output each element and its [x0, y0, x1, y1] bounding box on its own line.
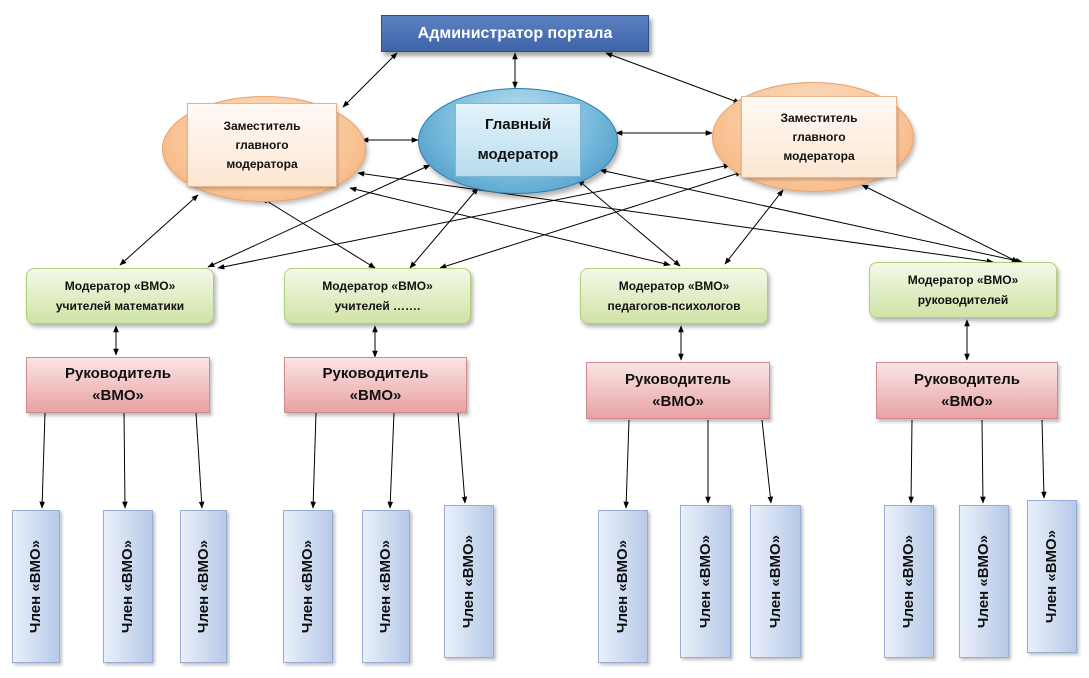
member-box: Член «ВМО»: [103, 510, 153, 663]
moderator-box-2: Модератор «ВМО» учителей …….: [284, 268, 471, 324]
deputy-left-line-1: Заместитель: [223, 118, 301, 133]
arrow-deputy-right-mod4: [861, 184, 1019, 263]
deputy-right-line-1: Заместитель: [780, 110, 858, 125]
member-label: Член «ВМО»: [377, 539, 395, 634]
moderator-2-line-2: учителей …….: [334, 299, 421, 313]
member-box: Член «ВМО»: [884, 505, 934, 658]
moderator-box-4: Модератор «ВМО» руководителей: [869, 262, 1057, 318]
member-box: Член «ВМО»: [680, 505, 731, 658]
arrow-leader3-member9: [761, 419, 774, 504]
arrow-deputy-right-mod3: [724, 189, 784, 265]
arrow-leader4-member10: [908, 419, 914, 504]
leader-box-2: Руководитель «ВМО»: [284, 357, 467, 413]
member-label: Член «ВМО»: [27, 539, 45, 634]
member-box: Член «ВМО»: [180, 510, 227, 663]
arrow-leader1-member1: [39, 412, 46, 509]
arrow-deputy-left-mod3: [349, 186, 671, 267]
arrow-leader4-member11: [980, 419, 986, 504]
main-moderator-line-1: Главный: [485, 116, 551, 133]
arrow-leader1-member3: [195, 412, 205, 509]
moderator-1-line-1: Модератор «ВМО»: [64, 279, 176, 293]
deputy-left-line-3: модератора: [226, 156, 298, 171]
member-box: Член «ВМО»: [283, 510, 333, 663]
leader-box-3: Руководитель «ВМО»: [586, 362, 770, 419]
leader-box-4: Руководитель «ВМО»: [876, 362, 1058, 419]
main-moderator-line-2: модератор: [477, 146, 559, 163]
member-box: Член «ВМО»: [959, 505, 1009, 658]
member-box: Член «ВМО»: [362, 510, 410, 663]
member-label: Член «ВМО»: [119, 539, 137, 634]
leader-2-line-1: Руководитель: [322, 365, 429, 382]
admin-label: Администратор портала: [417, 24, 613, 42]
arrow-main-mod2: [409, 187, 479, 269]
deputy-right-line-3: модератора: [783, 148, 855, 163]
deputy-left-line-2: главного: [235, 137, 289, 152]
moderator-box-3: Модератор «ВМО» педагогов-психологов: [580, 268, 768, 324]
deputy-right-box: Заместитель главного модератора: [741, 96, 897, 178]
admin-box: Администратор портала: [381, 15, 649, 52]
moderator-4-line-2: руководителей: [917, 293, 1009, 307]
member-box: Член «ВМО»: [444, 505, 494, 658]
member-box: Член «ВМО»: [750, 505, 801, 658]
moderator-1-line-2: учителей математики: [55, 299, 185, 313]
arrow-deputy-right-mod2: [439, 171, 743, 269]
arrow-admin-deputy-left: [342, 52, 398, 108]
moderator-3-line-2: педагогов-психологов: [607, 299, 741, 313]
arrow-leader3-member7: [623, 419, 630, 509]
leader-1-line-2: «ВМО»: [92, 387, 144, 404]
moderator-3-line-1: Модератор «ВМО»: [618, 279, 730, 293]
leader-3-line-1: Руководитель: [625, 370, 731, 388]
deputy-left-box: Заместитель главного модератора: [187, 103, 337, 187]
leader-box-1: Руководитель «ВМО»: [26, 357, 210, 413]
arrow-leader1-member2: [122, 412, 128, 509]
leader-4-line-2: «ВМО»: [941, 392, 993, 410]
member-label: Член «ВМО»: [299, 539, 317, 634]
member-label: Член «ВМО»: [1043, 529, 1061, 624]
arrow-deputy-left-mod2: [261, 197, 376, 269]
arrow-admin-deputy-right: [605, 52, 741, 104]
arrow-deputy-left-mod1: [119, 194, 199, 266]
arrow-leader4-member12: [1041, 419, 1047, 499]
moderator-4-line-1: Модератор «ВМО»: [907, 273, 1019, 287]
member-label: Член «ВМО»: [614, 539, 632, 634]
member-label: Член «ВМО»: [460, 534, 478, 629]
member-box: Член «ВМО»: [12, 510, 60, 663]
member-label: Член «ВМО»: [767, 534, 784, 629]
member-label: Член «ВМО»: [900, 534, 918, 629]
leader-2-line-2: «ВМО»: [349, 387, 402, 404]
member-label: Член «ВМО»: [195, 539, 212, 634]
member-box: Член «ВМО»: [1027, 500, 1077, 653]
arrow-leader2-member5: [387, 412, 395, 509]
member-box: Член «ВМО»: [598, 510, 648, 663]
moderator-2-line-1: Модератор «ВМО»: [322, 279, 433, 293]
leader-4-line-1: Руководитель: [914, 370, 1020, 388]
leader-3-line-2: «ВМО»: [652, 392, 704, 410]
member-label: Член «ВМО»: [975, 534, 993, 629]
member-label: Член «ВМО»: [697, 534, 714, 629]
leader-1-line-1: Руководитель: [65, 365, 171, 382]
deputy-right-line-2: главного: [792, 129, 846, 144]
arrow-leader2-member4: [310, 412, 317, 509]
arrow-leader2-member6: [457, 412, 468, 504]
main-moderator-box: Главный модератор: [455, 103, 581, 177]
moderator-box-1: Модератор «ВМО» учителей математики: [26, 268, 214, 324]
